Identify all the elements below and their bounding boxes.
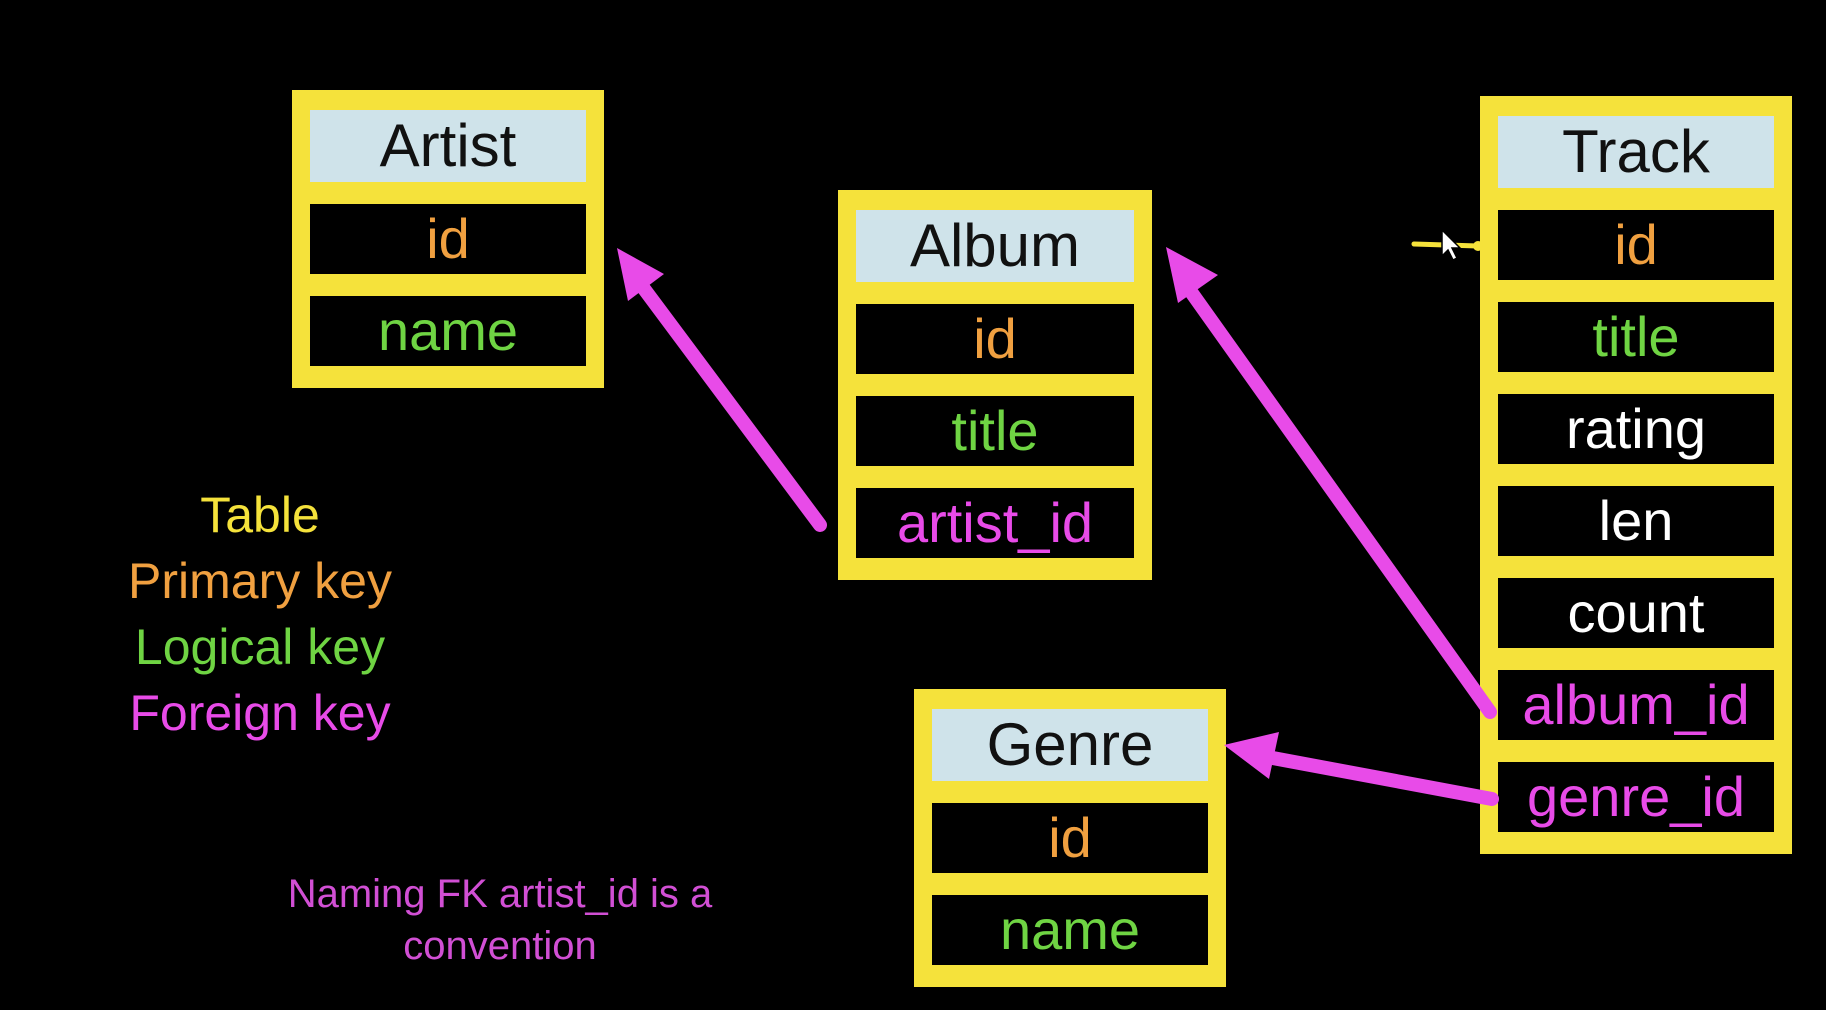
track-genre-id-field: genre_id [1498, 762, 1774, 832]
artist-table: Artist id name [292, 90, 604, 388]
track-title-field: title [1498, 302, 1774, 372]
naming-convention-note: Naming FK artist_id is a convention [287, 872, 713, 968]
album-title-field: title [856, 396, 1134, 466]
artist-name-field: name [310, 296, 586, 366]
mouse-cursor-icon [1411, 228, 1483, 262]
arrow-track-to-genre [1255, 749, 1499, 806]
genre-name-field: name [932, 895, 1208, 965]
legend-primary-key-label: Primary key [128, 553, 392, 609]
legend-table-label: Table [200, 487, 320, 543]
track-table: Track id title rating len count album_id… [1480, 96, 1792, 854]
genre-id-field: id [932, 803, 1208, 873]
track-len-field: len [1498, 486, 1774, 556]
track-album-id-field: album_id [1498, 670, 1774, 740]
album-table: Album id title artist_id [838, 190, 1152, 580]
album-id-field: id [856, 304, 1134, 374]
album-table-title: Album [856, 210, 1134, 282]
track-rating-field: rating [1498, 394, 1774, 464]
arrow-album-to-artist [629, 271, 827, 532]
album-artist-id-field: artist_id [856, 488, 1134, 558]
arrowhead-track-to-genre [1224, 732, 1279, 779]
arrowhead-album-to-artist [617, 248, 664, 301]
genre-table-title: Genre [932, 709, 1208, 781]
legend-logical-key-label: Logical key [134, 619, 386, 675]
track-count-field: count [1498, 578, 1774, 648]
arrowhead-track-to-album [1166, 247, 1218, 303]
legend-foreign-key-label: Foreign key [129, 685, 391, 741]
artist-table-title: Artist [310, 110, 586, 182]
legend: Table Primary key Logical key Foreign ke… [100, 482, 420, 746]
arrow-track-to-album [1177, 275, 1497, 719]
genre-table: Genre id name [914, 689, 1226, 987]
track-id-field: id [1498, 210, 1774, 280]
artist-id-field: id [310, 204, 586, 274]
track-table-title: Track [1498, 116, 1774, 188]
